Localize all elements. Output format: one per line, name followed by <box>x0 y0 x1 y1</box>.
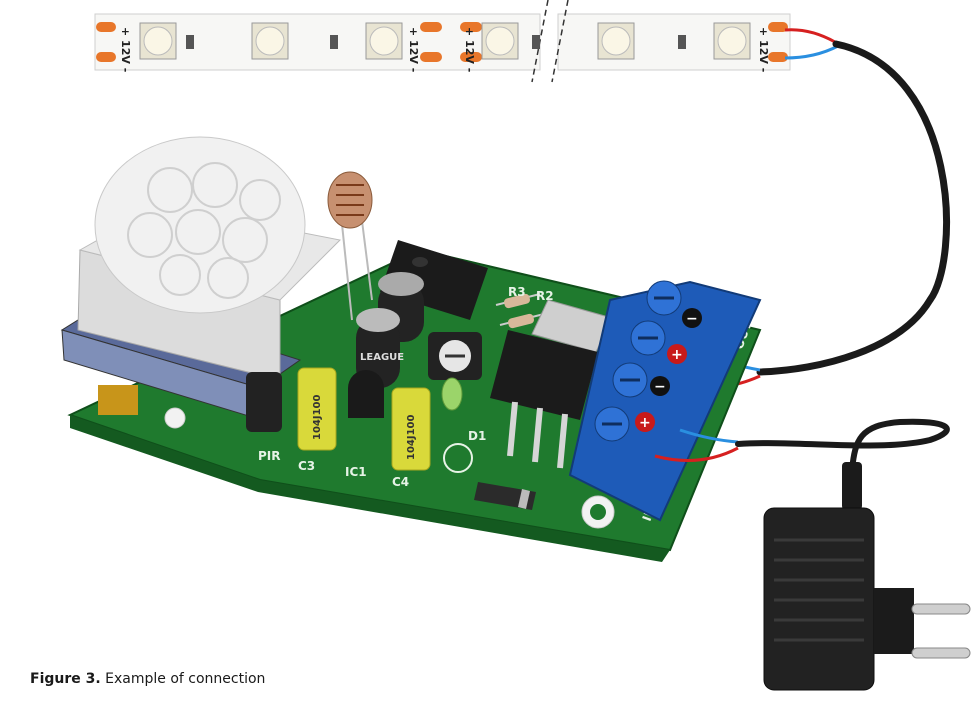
in-plus-badge: + <box>635 412 655 432</box>
in-plus-sign: + <box>639 415 651 431</box>
label-d1: D1 <box>468 429 486 443</box>
figure-caption: Figure 3. Example of connection <box>30 671 265 687</box>
capacitor-value: 104J100 <box>312 394 323 440</box>
transistor <box>348 370 384 418</box>
potentiometer <box>428 332 482 380</box>
label-r2: R2 <box>536 289 554 303</box>
adapter-cable <box>735 418 950 473</box>
out-minus-badge: − <box>682 308 702 328</box>
output-cable <box>756 40 950 376</box>
power-adapter <box>763 462 971 691</box>
strip-voltage-mark: + 12V - <box>463 27 476 72</box>
out-plus-badge: + <box>667 344 687 364</box>
photoresistor <box>327 171 373 321</box>
led-chip <box>139 22 177 60</box>
caption-text: Example of connection <box>105 671 266 687</box>
out-minus-sign: − <box>686 311 698 327</box>
label-pir: PIR <box>258 449 281 463</box>
film-capacitor: 104J100 <box>297 367 337 451</box>
led-chip <box>251 22 289 60</box>
strip-voltage-mark: + 12V - <box>757 27 770 72</box>
film-capacitor: 104J100 <box>391 387 431 471</box>
label-r3: R3 <box>508 285 526 299</box>
led-chip <box>713 22 751 60</box>
label-c3: C3 <box>298 459 315 473</box>
in-minus-badge: − <box>650 376 670 396</box>
led-strip: + 12V - + 12V - + 12V - + 12V - <box>94 0 791 83</box>
resistors <box>495 293 545 329</box>
pir-sensor <box>60 136 342 432</box>
led-chip <box>365 22 403 60</box>
strip-voltage-mark: + 12V - <box>119 27 132 72</box>
in-minus-sign: − <box>654 379 666 395</box>
strip-voltage-mark: + 12V - <box>407 27 420 72</box>
diode <box>474 482 536 510</box>
led-chip <box>481 22 519 60</box>
input-leads <box>654 428 739 462</box>
terminal-block <box>568 280 762 522</box>
label-c4: C4 <box>392 475 409 489</box>
capacitor-brand: LEAGUE <box>360 352 404 363</box>
label-ic1: IC1 <box>345 465 367 479</box>
strip-leads <box>784 28 839 60</box>
green-led <box>441 377 463 411</box>
led-chip <box>597 22 635 60</box>
out-plus-sign: + <box>671 347 683 363</box>
capacitor-value: 104J100 <box>406 414 417 460</box>
caption-label: Figure 3. <box>30 671 101 687</box>
voltage-regulator <box>490 299 613 469</box>
